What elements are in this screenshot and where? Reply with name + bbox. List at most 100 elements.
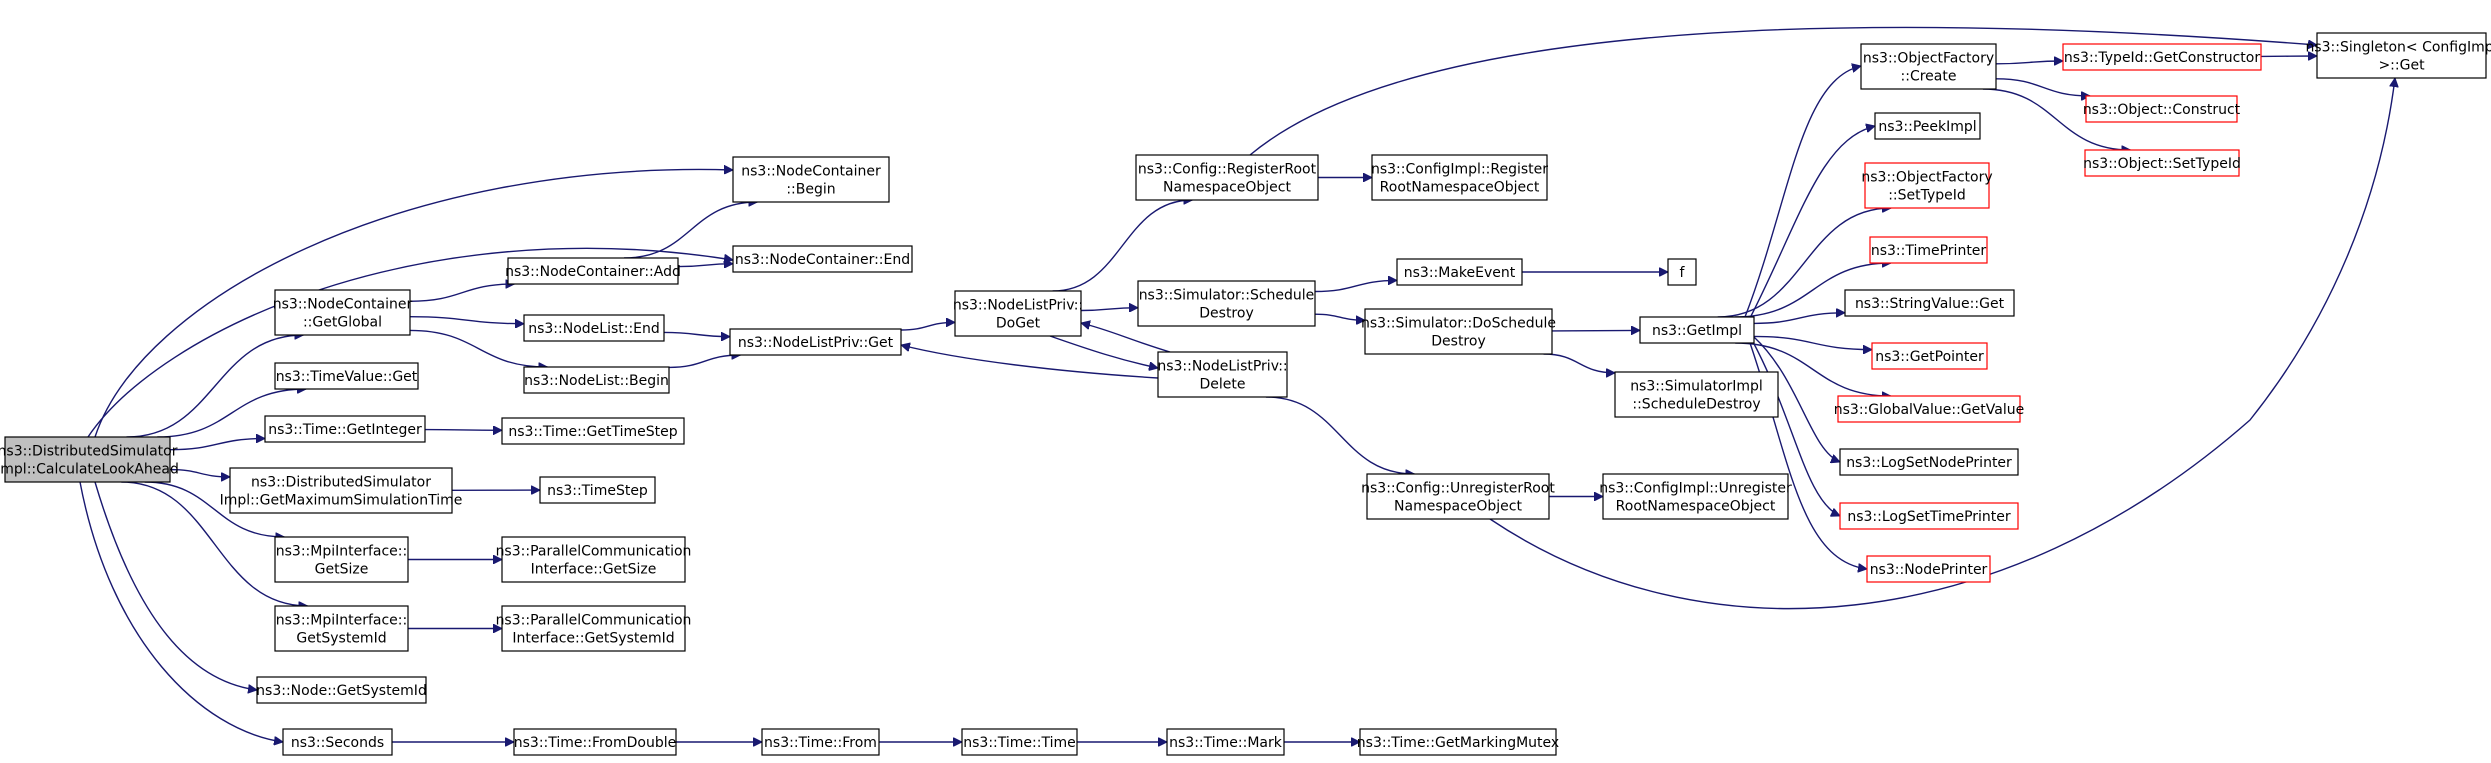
node-node-getsystemid[interactable]: ns3::Node::GetSystemId: [256, 676, 427, 704]
node-label-line: ns3::Config::RegisterRoot: [1138, 162, 1317, 178]
node-label-line: Impl::GetMaximumSimulationTime: [220, 493, 463, 509]
node-nc-end[interactable]: ns3::NodeContainer::End: [732, 245, 913, 273]
node-label-line: f: [1680, 265, 1686, 281]
node-nc-begin[interactable]: ns3::NodeContainer::Begin: [732, 156, 890, 203]
node-label-line: Destroy: [1431, 334, 1485, 350]
node-label-line: ns3::ParallelCommunication: [496, 613, 692, 629]
node-label-line: ns3::NodeContainer::Add: [505, 264, 681, 280]
node-get-impl[interactable]: ns3::GetImpl: [1639, 316, 1755, 344]
edge-root-to-time_getinteger: [169, 439, 265, 451]
node-nc-getglobal[interactable]: ns3::NodeContainer::GetGlobal: [273, 289, 413, 336]
node-mpi-getsystemid[interactable]: ns3::MpiInterface::GetSystemId: [274, 605, 409, 652]
node-of-settypeid[interactable]: ns3::ObjectFactory::SetTypeId: [1861, 162, 1993, 209]
node-obj-settypeid[interactable]: ns3::Object::SetTypeId: [2083, 149, 2241, 177]
node-stringvalue-get[interactable]: ns3::StringValue::Get: [1844, 289, 2015, 317]
node-timestep[interactable]: ns3::TimeStep: [539, 476, 656, 504]
node-box: [2084, 149, 2240, 177]
node-label-line: GetSystemId: [296, 631, 386, 647]
node-root[interactable]: ns3::DistributedSimulatorImpl::Calculate…: [0, 436, 179, 483]
node-box: [954, 290, 1082, 337]
node-box: [274, 536, 409, 583]
node-nc-add[interactable]: ns3::NodeContainer::Add: [505, 257, 681, 285]
node-box: [523, 314, 665, 342]
node-nlp-delete[interactable]: ns3::NodeListPriv::Delete: [1157, 351, 1288, 398]
node-log-set-time-printer[interactable]: ns3::LogSetTimePrinter: [1839, 502, 2019, 530]
node-nl-begin[interactable]: ns3::NodeList::Begin: [523, 366, 670, 394]
node-dsi-getmaxsimtime[interactable]: ns3::DistributedSimulatorImpl::GetMaximu…: [220, 467, 463, 514]
node-label-line: Destroy: [1199, 306, 1253, 322]
node-label-line: ns3::NodeListPriv::: [1157, 359, 1287, 375]
node-time-getmarkingmutex[interactable]: ns3::Time::GetMarkingMutex: [1357, 728, 1559, 756]
node-label-line: ns3::Time::GetTimeStep: [508, 424, 677, 440]
node-cfgimpl-regroot[interactable]: ns3::ConfigImpl::RegisterRootNamespaceOb…: [1371, 154, 1548, 201]
node-label-line: ns3::Time::GetMarkingMutex: [1357, 735, 1559, 751]
edge-root-to-mpi_getsize: [144, 481, 285, 537]
node-seconds[interactable]: ns3::Seconds: [282, 728, 393, 756]
node-peek-impl[interactable]: ns3::PeekImpl: [1874, 112, 1981, 140]
node-globalvalue-getvalue[interactable]: ns3::GlobalValue::GetValue: [1834, 395, 2024, 423]
node-f[interactable]: f: [1667, 258, 1697, 286]
edge-get_impl-to-of_settypeid: [1717, 208, 1892, 318]
node-mpi-getsize[interactable]: ns3::MpiInterface::GetSize: [274, 536, 409, 583]
node-label-line: ns3::Singleton< ConfigImpl: [2305, 40, 2491, 56]
node-label-line: ns3::GetPointer: [1875, 349, 1984, 365]
node-box: [274, 362, 419, 390]
node-obj-construct[interactable]: ns3::Object::Construct: [2083, 95, 2241, 123]
node-typeid-getctor[interactable]: ns3::TypeId::GetConstructor: [2062, 43, 2262, 71]
node-time-printer[interactable]: ns3::TimePrinter: [1869, 236, 1988, 264]
node-label-line: ns3::Node::GetSystemId: [256, 683, 427, 699]
node-label-line: ns3::Object::SetTypeId: [2083, 156, 2241, 172]
node-box: [732, 245, 913, 273]
node-box: [1614, 371, 1779, 418]
node-label-line: ns3::TimePrinter: [1871, 243, 1987, 259]
node-time-gettimestep[interactable]: ns3::Time::GetTimeStep: [501, 417, 685, 445]
node-time-from[interactable]: ns3::Time::From: [761, 728, 880, 756]
edge-nlp_doget-to-nlp_delete: [1049, 335, 1158, 368]
node-box: [1839, 502, 2019, 530]
node-time-fromdouble[interactable]: ns3::Time::FromDouble: [513, 728, 677, 756]
edge-nlp_delete-to-nlp_doget: [1081, 323, 1171, 353]
node-box: [2062, 43, 2262, 71]
node-pci-getsize[interactable]: ns3::ParallelCommunicationInterface::Get…: [496, 536, 692, 583]
node-time-mark[interactable]: ns3::Time::Mark: [1166, 728, 1285, 756]
node-time-time[interactable]: ns3::Time::Time: [961, 728, 1078, 756]
edge-root-to-timevalue_get: [157, 389, 306, 438]
node-timevalue-get[interactable]: ns3::TimeValue::Get: [274, 362, 419, 390]
node-box: [256, 676, 427, 704]
node-box: [1844, 289, 2015, 317]
edge-cfg_regroot-to-singleton_get: [1249, 26, 2317, 156]
node-get-pointer[interactable]: ns3::GetPointer: [1871, 342, 1988, 370]
node-label-line: ns3::DistributedSimulator: [251, 475, 431, 491]
node-node-printer[interactable]: ns3::NodePrinter: [1866, 555, 1991, 583]
node-nlp-doget[interactable]: ns3::NodeListPriv::DoGet: [953, 290, 1083, 337]
edge-nl_begin-to-nlp_get: [668, 355, 741, 369]
node-singleton-get[interactable]: ns3::Singleton< ConfigImpl >::Get: [2305, 32, 2491, 79]
node-cfgimpl-unreg[interactable]: ns3::ConfigImpl::UnregisterRootNamespace…: [1599, 473, 1792, 520]
node-of-create[interactable]: ns3::ObjectFactory::Create: [1860, 43, 1997, 90]
node-label-line: ns3::PeekImpl: [1878, 119, 1976, 135]
node-time-getinteger[interactable]: ns3::Time::GetInteger: [264, 415, 426, 443]
node-nlp-get[interactable]: ns3::NodeListPriv::Get: [729, 328, 902, 356]
node-box: [1874, 112, 1981, 140]
edge-of_create-to-obj_construct: [1995, 78, 2090, 96]
node-cfg-unreg[interactable]: ns3::Config::UnregisterRootNamespaceObje…: [1361, 473, 1555, 520]
node-box: [274, 289, 411, 336]
node-sim-schedule-destroy[interactable]: ns3::Simulator::ScheduleDestroy: [1137, 280, 1316, 327]
edge-nc_getglobal-to-nc_add: [409, 284, 515, 302]
node-simimpl-schedule-destroy[interactable]: ns3::SimulatorImpl::ScheduleDestroy: [1614, 371, 1779, 418]
node-pci-getsystemid[interactable]: ns3::ParallelCommunicationInterface::Get…: [496, 605, 692, 652]
edge-get_impl-to-globalvalue_getvalue: [1735, 342, 1891, 396]
edge-nlp_delete-to-cfg_unreg: [1265, 396, 1415, 474]
node-label-line: DoGet: [996, 316, 1041, 332]
node-nl-end[interactable]: ns3::NodeList::End: [523, 314, 665, 342]
node-box: [1866, 555, 1991, 583]
node-log-set-node-printer[interactable]: ns3::LogSetNodePrinter: [1839, 448, 2019, 476]
node-label-line: ::SetTypeId: [1888, 188, 1966, 204]
node-label-line: Impl::CalculateLookAhead: [0, 462, 179, 478]
node-label-line: ns3::Time::Mark: [1169, 735, 1283, 751]
node-make-event[interactable]: ns3::MakeEvent: [1396, 258, 1523, 286]
edge-get_impl-to-log_set_node_printer: [1753, 336, 1840, 462]
